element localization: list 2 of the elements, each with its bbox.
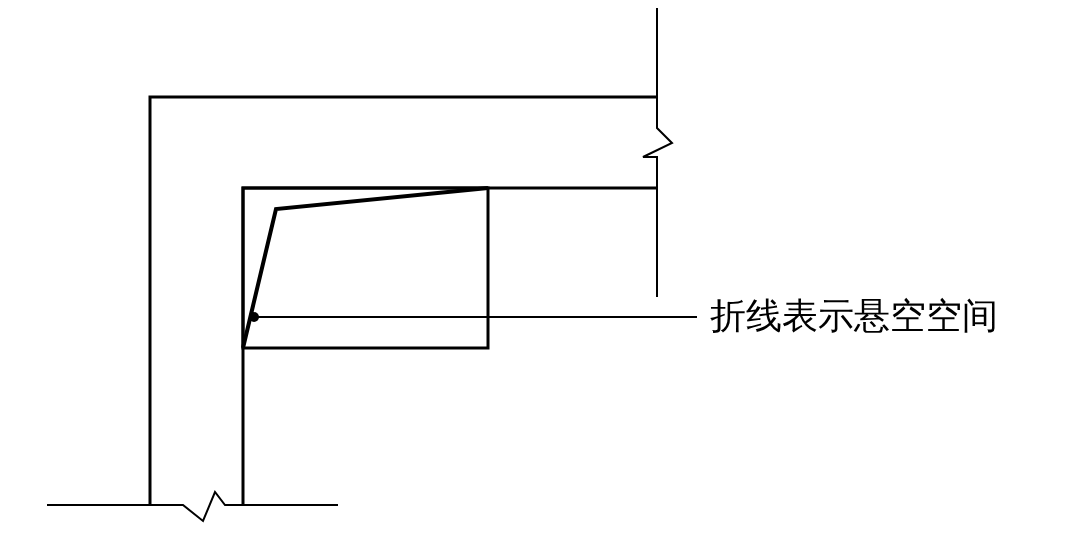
fold-line — [241, 186, 489, 349]
annotation-text: 折线表示悬空空间 — [710, 294, 998, 338]
